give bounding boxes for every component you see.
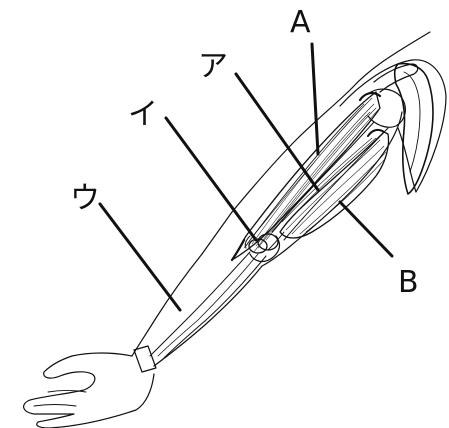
leader-line-b [340,202,392,256]
forearm-bottom-outline [154,266,262,366]
finger-line [34,391,86,407]
forearm-top-outline [132,254,202,356]
leader-lines [100,44,392,310]
leader-line-u [100,204,180,310]
label-i: イ [128,97,158,132]
label-b: B [398,265,419,300]
leader-line-aa [236,74,318,190]
label-u: ウ [70,181,100,216]
hand-outline [24,353,154,428]
arm-drawing [24,32,446,428]
label-aa: ア [198,49,228,84]
muscle-b-fibers [282,138,386,234]
leader-line-i [166,118,256,240]
leader-line-a [312,44,318,154]
label-a: A [290,5,311,40]
radius-inner [158,254,258,356]
scapula [395,64,433,194]
upper-arm-top-outline [202,88,352,254]
labels: A ア イ ウ B [70,5,419,300]
wrist-bone [134,346,156,372]
